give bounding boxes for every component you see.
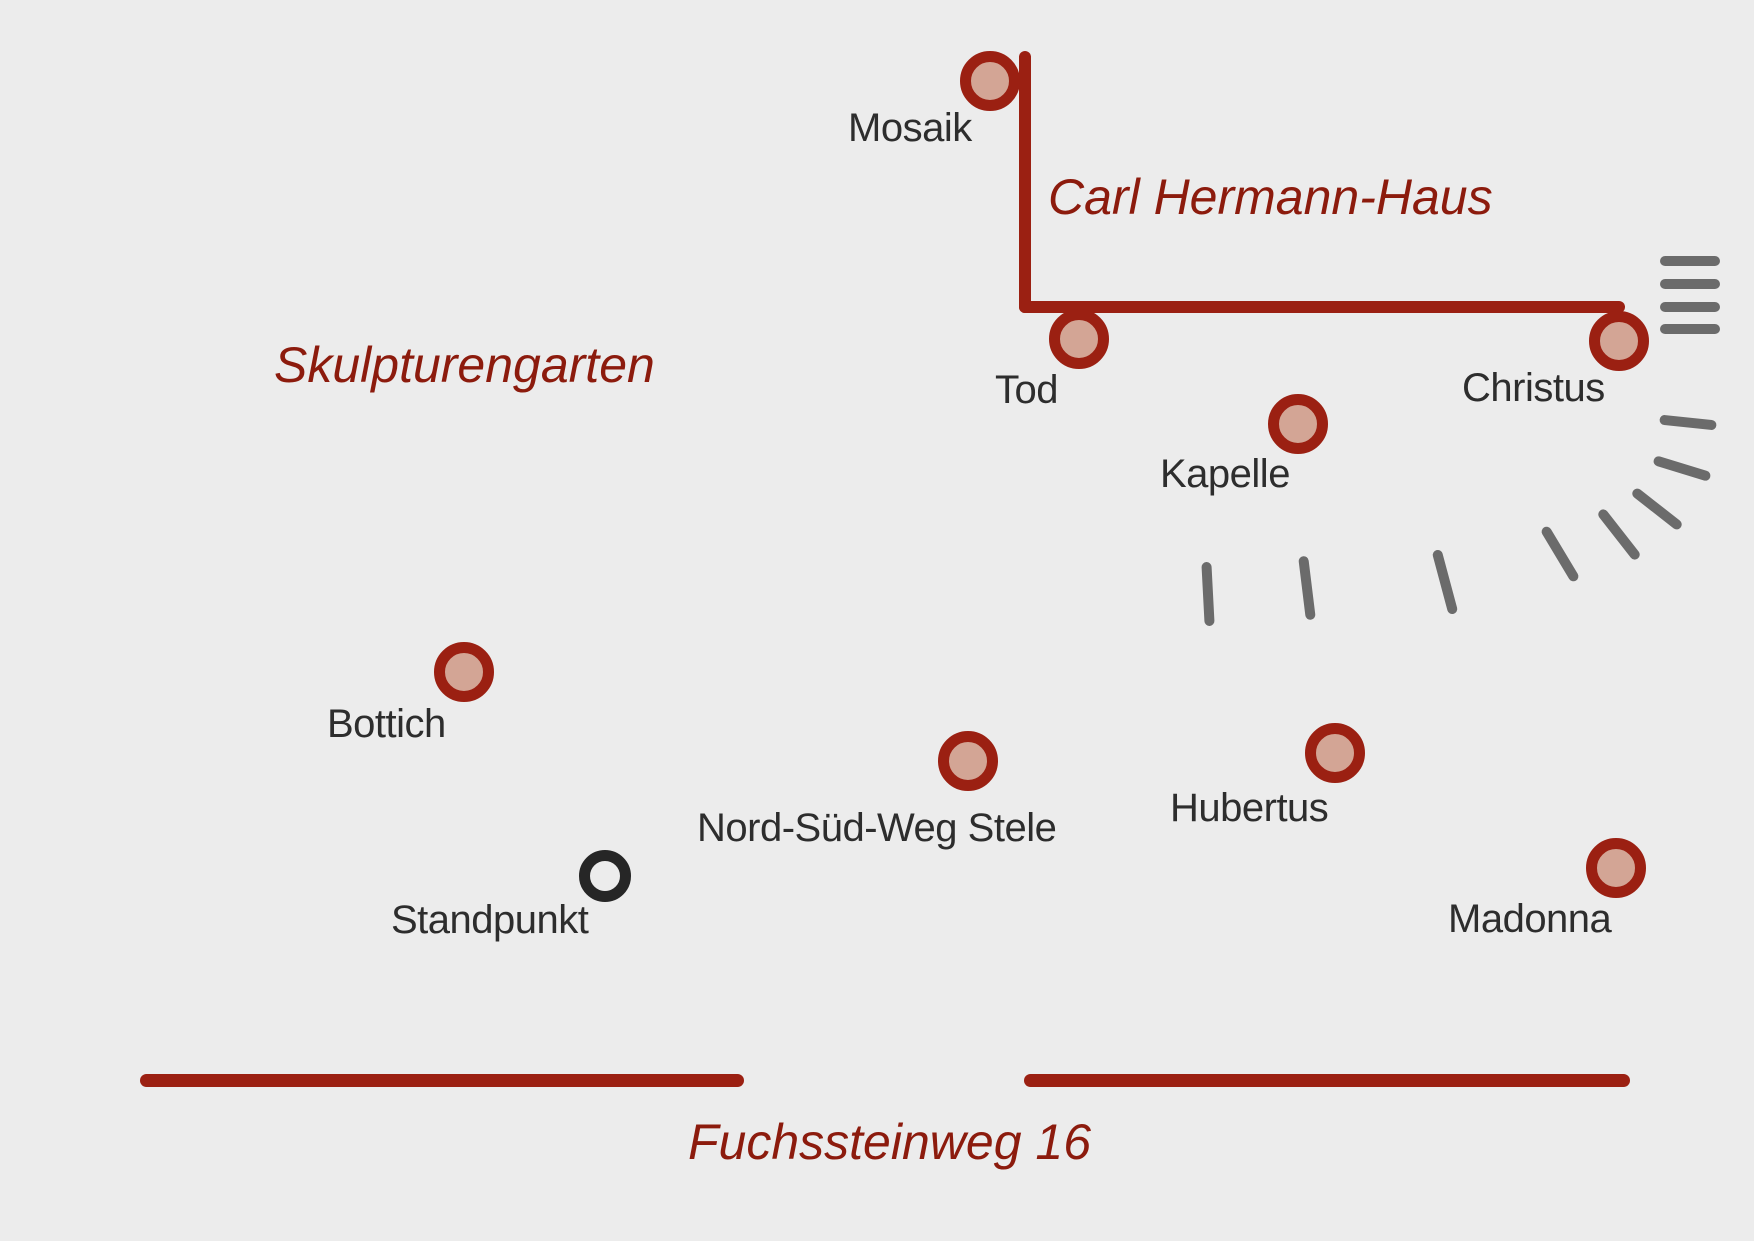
label-fuchssteinweg-16: Fuchssteinweg 16 bbox=[688, 1114, 1092, 1170]
stairs-dash-4 bbox=[1660, 324, 1720, 334]
label-skulpturengarten: Skulpturengarten bbox=[274, 337, 655, 393]
label-mosaik: Mosaik bbox=[848, 106, 972, 150]
label-standpunkt: Standpunkt bbox=[391, 898, 589, 942]
marker-christus bbox=[1589, 311, 1649, 371]
boundary-dash-2 bbox=[1298, 555, 1316, 621]
boundary-dash-3 bbox=[1431, 548, 1459, 616]
label-carl-hermann-haus: Carl Hermann-Haus bbox=[1048, 169, 1493, 225]
label-kapelle: Kapelle bbox=[1160, 452, 1290, 496]
marker-hubertus bbox=[1305, 723, 1365, 783]
boundary-dash-6 bbox=[1630, 486, 1684, 532]
label-christus: Christus bbox=[1462, 366, 1605, 410]
label-bottich: Bottich bbox=[327, 702, 446, 746]
marker-standpunkt bbox=[579, 850, 631, 902]
boundary-dash-5 bbox=[1596, 507, 1642, 562]
street-line-right bbox=[1024, 1074, 1630, 1087]
marker-madonna bbox=[1586, 838, 1646, 898]
marker-kapelle bbox=[1268, 394, 1328, 454]
boundary-dash-8 bbox=[1659, 414, 1717, 431]
house-wall-horizontal-line bbox=[1019, 301, 1625, 313]
boundary-dash-7 bbox=[1652, 455, 1712, 482]
boundary-dash-4 bbox=[1539, 524, 1581, 584]
house-wall-vertical-line bbox=[1019, 51, 1031, 313]
label-madonna: Madonna bbox=[1448, 897, 1612, 941]
stairs-dash-2 bbox=[1660, 279, 1720, 289]
boundary-dash-1 bbox=[1201, 561, 1215, 627]
label-hubertus: Hubertus bbox=[1170, 786, 1329, 830]
marker-bottich bbox=[434, 642, 494, 702]
label-nord-sued-weg-stele: Nord-Süd-Weg Stele bbox=[697, 806, 1057, 850]
marker-nord-sued-weg-stele bbox=[938, 731, 998, 791]
label-tod: Tod bbox=[995, 368, 1059, 412]
street-line-left bbox=[140, 1074, 744, 1087]
marker-mosaik bbox=[960, 51, 1020, 111]
marker-tod bbox=[1049, 309, 1109, 369]
stairs-dash-1 bbox=[1660, 256, 1720, 266]
stairs-dash-3 bbox=[1660, 302, 1720, 312]
